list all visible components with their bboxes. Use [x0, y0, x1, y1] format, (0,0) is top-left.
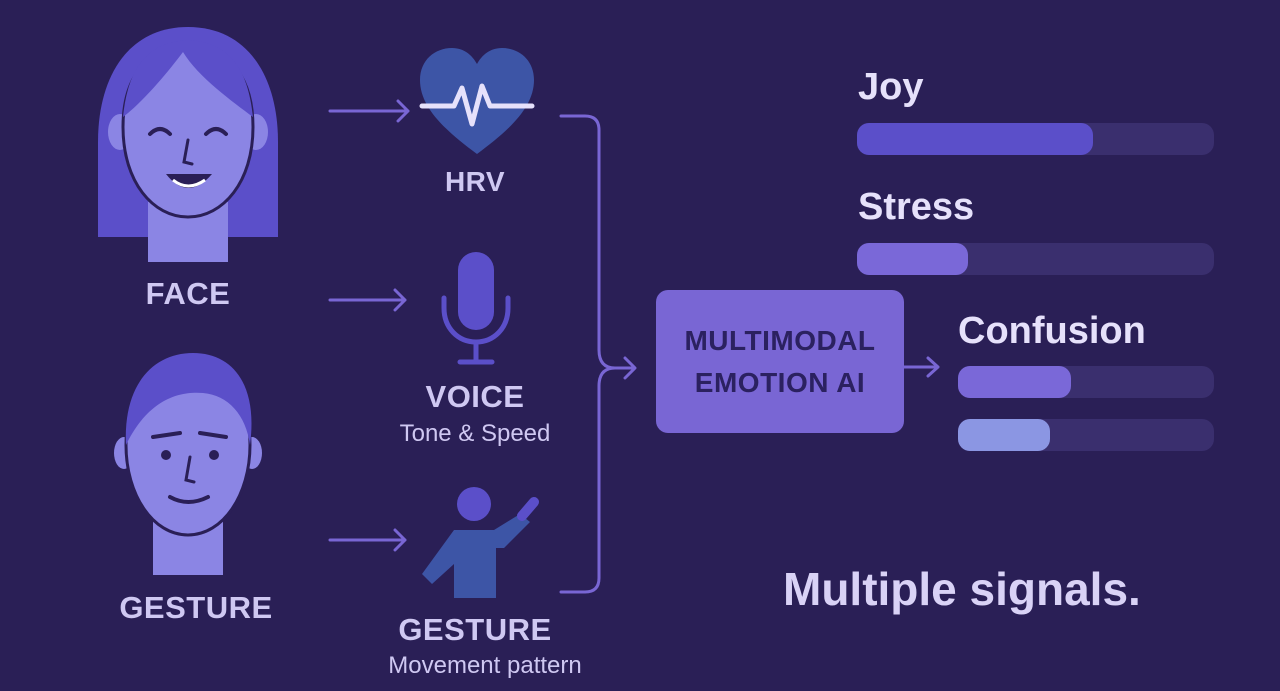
emotion-label-joy: Joy — [858, 66, 924, 108]
emotion-bar-stress — [857, 243, 1214, 275]
emotion-label-stress: Stress — [858, 186, 975, 228]
gesture-label: GESTURE — [398, 612, 552, 647]
arrow-face-hrv — [328, 99, 410, 123]
person-waving-icon — [420, 486, 542, 600]
multimodal-emotion-ai-box: MULTIMODAL EMOTION AI — [656, 290, 904, 433]
emotion-bar-extra — [958, 419, 1214, 451]
brace-connector — [559, 114, 637, 594]
man-face-icon — [108, 345, 268, 575]
heart-hrv-icon — [416, 46, 538, 158]
ai-output-arrow — [902, 356, 940, 378]
arrow-face-voice — [328, 288, 407, 312]
emotion-bar-fill-stress — [857, 243, 968, 275]
arrow-gesture — [328, 528, 407, 552]
emotion-bar-fill-confusion — [958, 366, 1071, 398]
emotion-bar-fill-joy — [857, 123, 1093, 155]
emotion-bar-joy — [857, 123, 1214, 155]
voice-label: VOICE — [425, 379, 525, 414]
gesture-sub-label: Movement pattern — [388, 652, 582, 679]
voice-sub-label: Tone & Speed — [399, 420, 551, 447]
woman-face-icon — [88, 22, 288, 262]
hrv-label: HRV — [444, 166, 506, 197]
emotion-bar-fill-extra — [958, 419, 1051, 451]
ai-box-line2: EMOTION AI — [694, 366, 866, 398]
ai-box-line1: MULTIMODAL — [684, 324, 876, 356]
face-label: FACE — [145, 276, 231, 311]
input-arrows — [328, 99, 410, 552]
microphone-icon — [438, 250, 514, 365]
emotion-bar-confusion — [958, 366, 1214, 398]
gesture-left-label: GESTURE — [119, 590, 273, 625]
tagline: Multiple signals. — [783, 563, 1141, 615]
emotion-label-confusion: Confusion — [958, 310, 1146, 352]
